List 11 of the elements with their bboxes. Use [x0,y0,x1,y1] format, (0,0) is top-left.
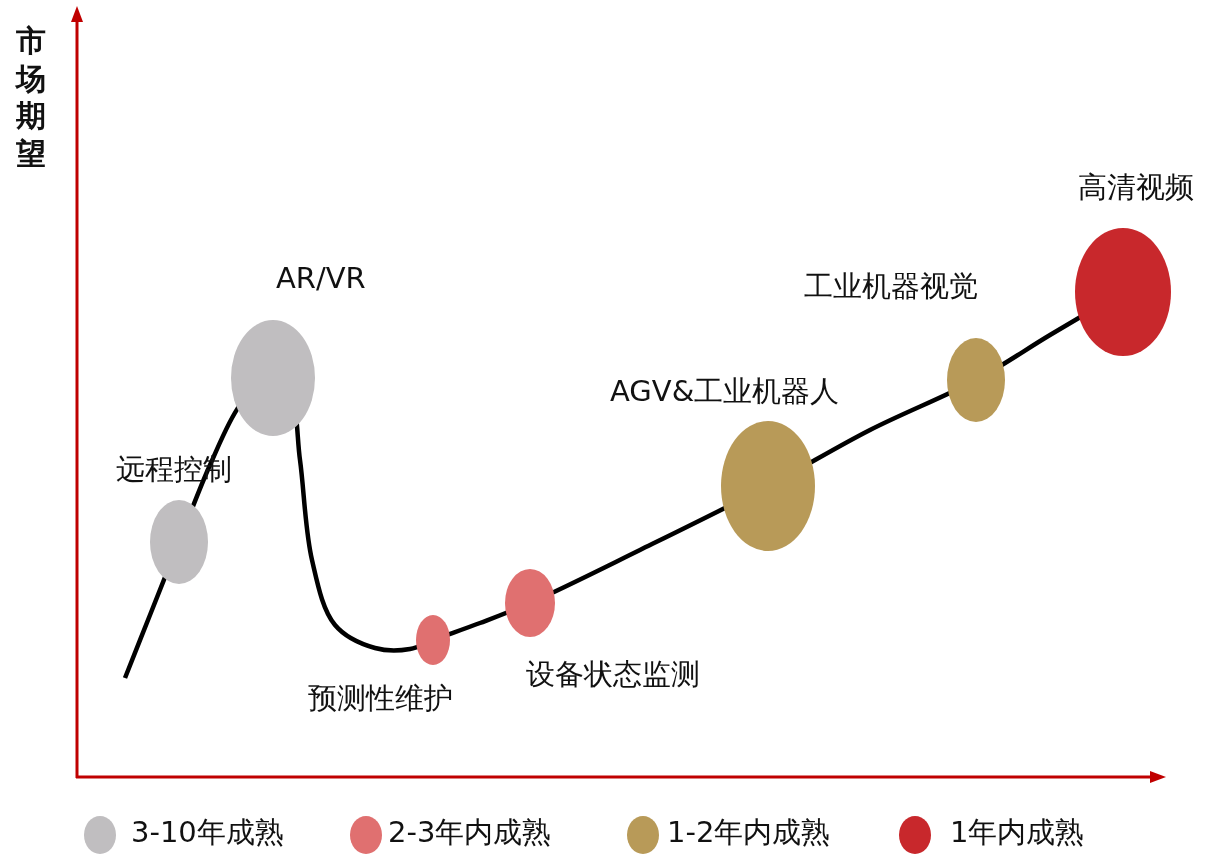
technology-label: AGV&工业机器人 [610,377,840,406]
legend-label: 1年内成熟 [950,818,1085,847]
legend-label: 3-10年成熟 [131,818,284,847]
legend-label: 1-2年内成熟 [667,818,831,847]
technology-label: 高清视频 [1078,173,1194,202]
technology-label: AR/VR [276,264,366,293]
legend-label: 2-3年内成熟 [388,818,552,847]
technology-label: 预测性维护 [308,684,453,713]
technology-label: 工业机器视觉 [804,272,978,301]
axis-title: 市场期望 [16,22,46,172]
technology-label: 设备状态监测 [526,660,700,689]
